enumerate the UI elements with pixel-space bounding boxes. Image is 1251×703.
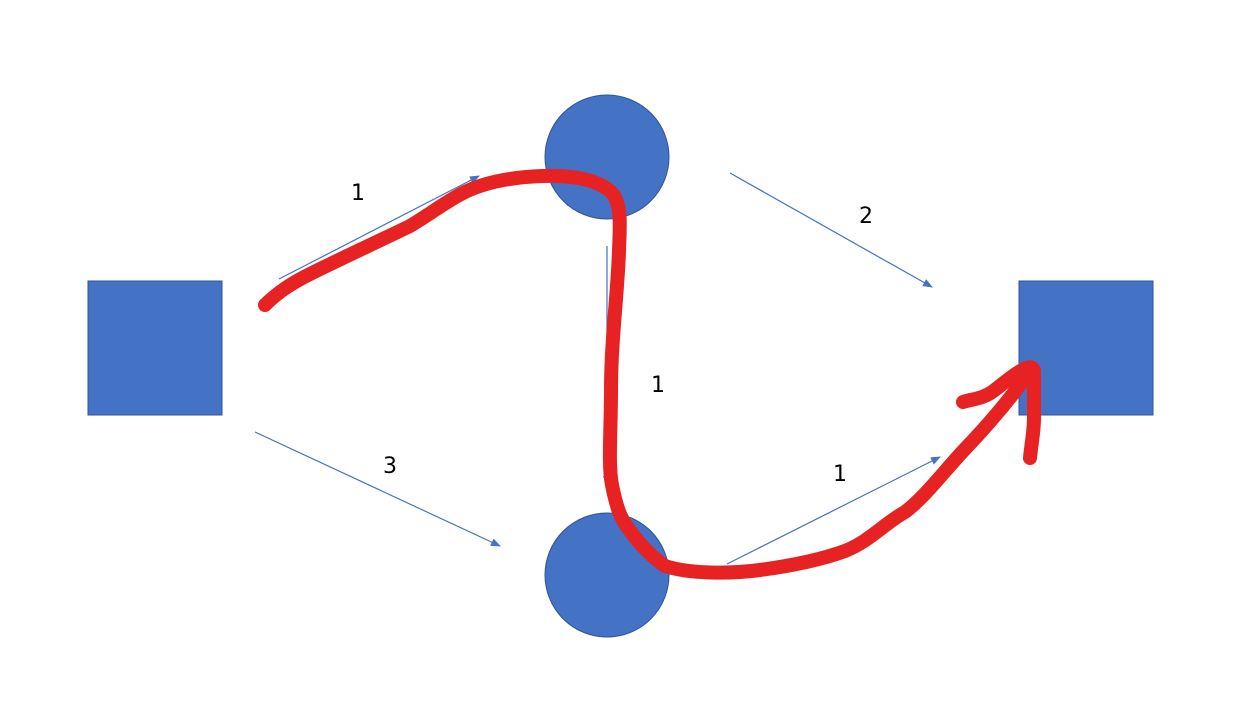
source-node	[87, 280, 223, 416]
edge-top-sink-weight: 2	[859, 204, 873, 229]
edge-top-bottom-weight: 1	[651, 373, 665, 398]
bottom-node	[544, 512, 670, 638]
edge-source-bottom-weight: 3	[383, 454, 397, 479]
edge-source-bottom	[254, 431, 501, 547]
edge-bottom-sink-weight: 1	[833, 462, 847, 487]
highlighted-path-arrowhead	[956, 360, 1041, 465]
sink-node	[1018, 280, 1154, 416]
edge-bottom-sink	[726, 456, 941, 565]
edge-source-top-weight: 1	[351, 181, 365, 206]
edge-top-sink	[729, 172, 933, 288]
highlighted-path	[258, 168, 1039, 580]
top-node	[544, 94, 670, 220]
edge-source-top	[278, 175, 480, 280]
